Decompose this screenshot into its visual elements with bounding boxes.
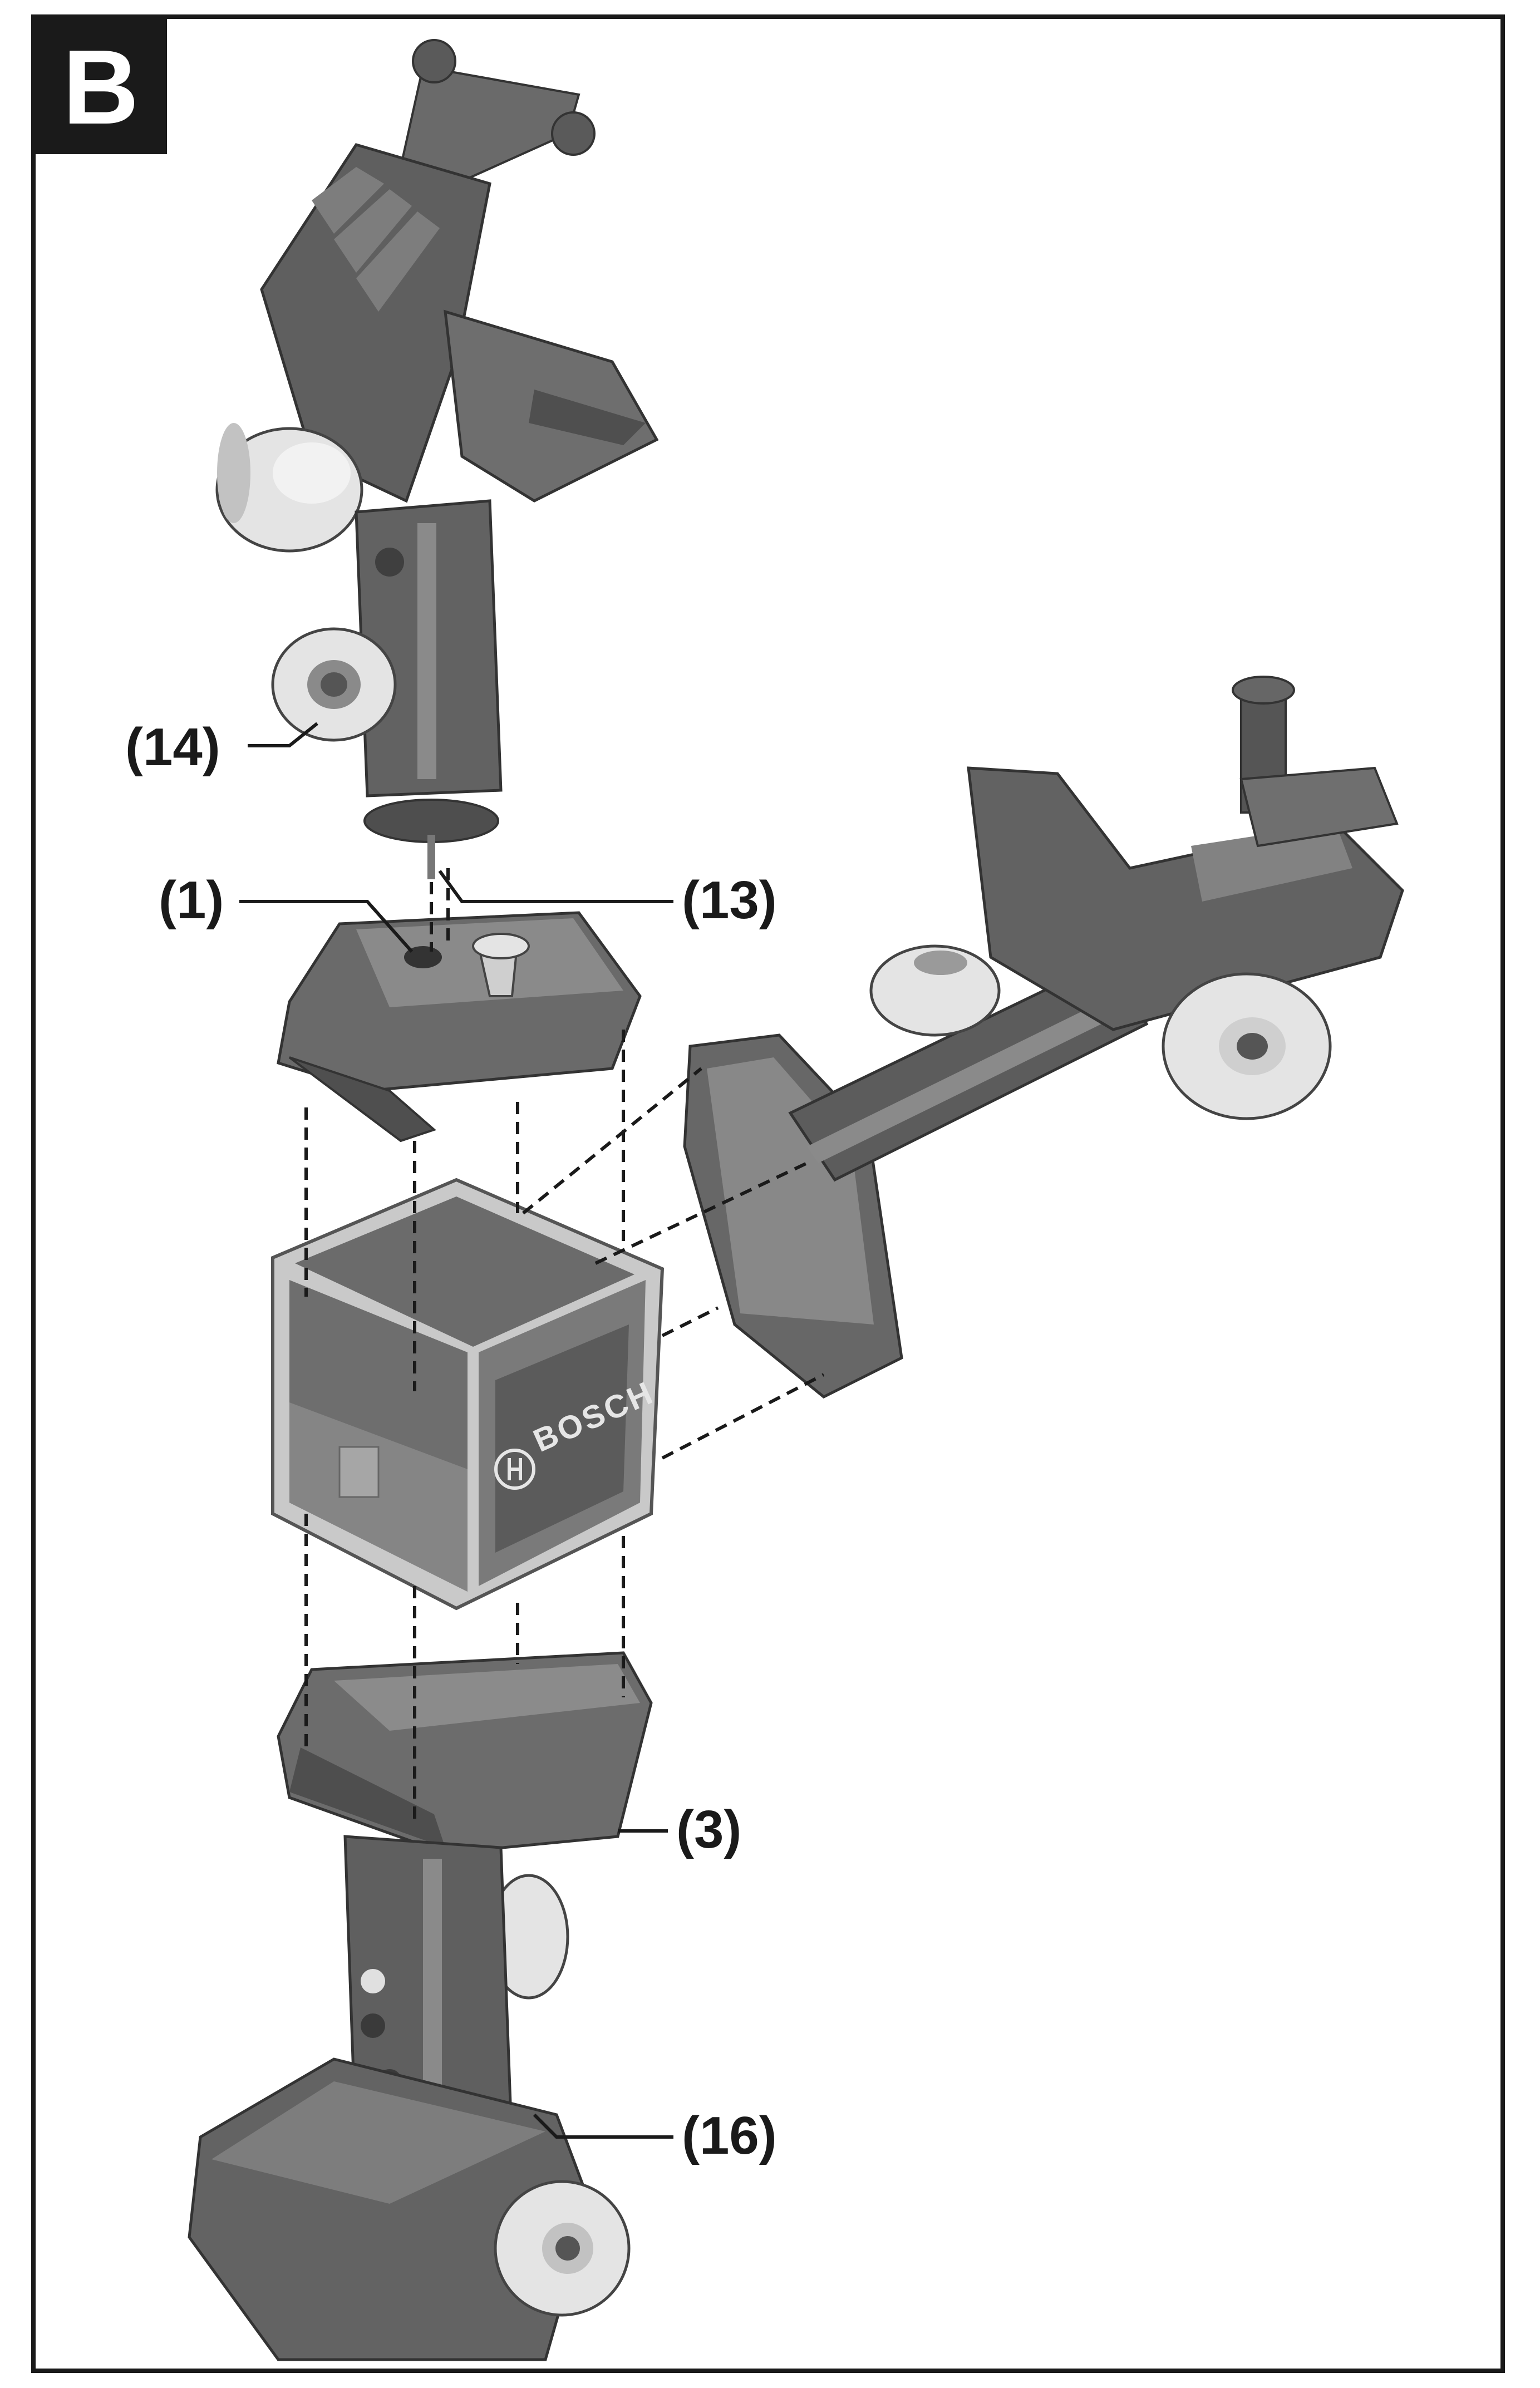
- callout-16-label: (16): [682, 2106, 777, 2165]
- figure-badge: B: [35, 18, 167, 154]
- laser-cube: BOSCH: [271, 1178, 665, 1611]
- side-arm-mount: [683, 676, 1404, 1399]
- figure-border: [31, 14, 1505, 2373]
- callout-16: (16): [533, 2106, 777, 2165]
- clamp-knob-icon: [215, 423, 363, 553]
- figure-badge-label: B: [62, 28, 139, 146]
- callout-1: (1): [159, 870, 414, 953]
- quick-release-plate: [277, 911, 642, 1143]
- callout-13-label: (13): [682, 870, 777, 930]
- callout-14: (14): [125, 717, 318, 777]
- bottom-holder-mount: [188, 1651, 653, 2361]
- stand-knob-icon: [494, 2180, 631, 2317]
- callout-13: (13): [438, 870, 777, 930]
- knob-14-icon: [271, 627, 397, 742]
- callout-3: (3): [618, 1800, 741, 1859]
- arm-knob-icon: [1162, 972, 1332, 1120]
- callout-3-label: (3): [676, 1800, 741, 1859]
- callout-14-label: (14): [125, 717, 220, 777]
- callout-1-label: (1): [159, 870, 224, 930]
- top-clamp-mount: [215, 39, 659, 879]
